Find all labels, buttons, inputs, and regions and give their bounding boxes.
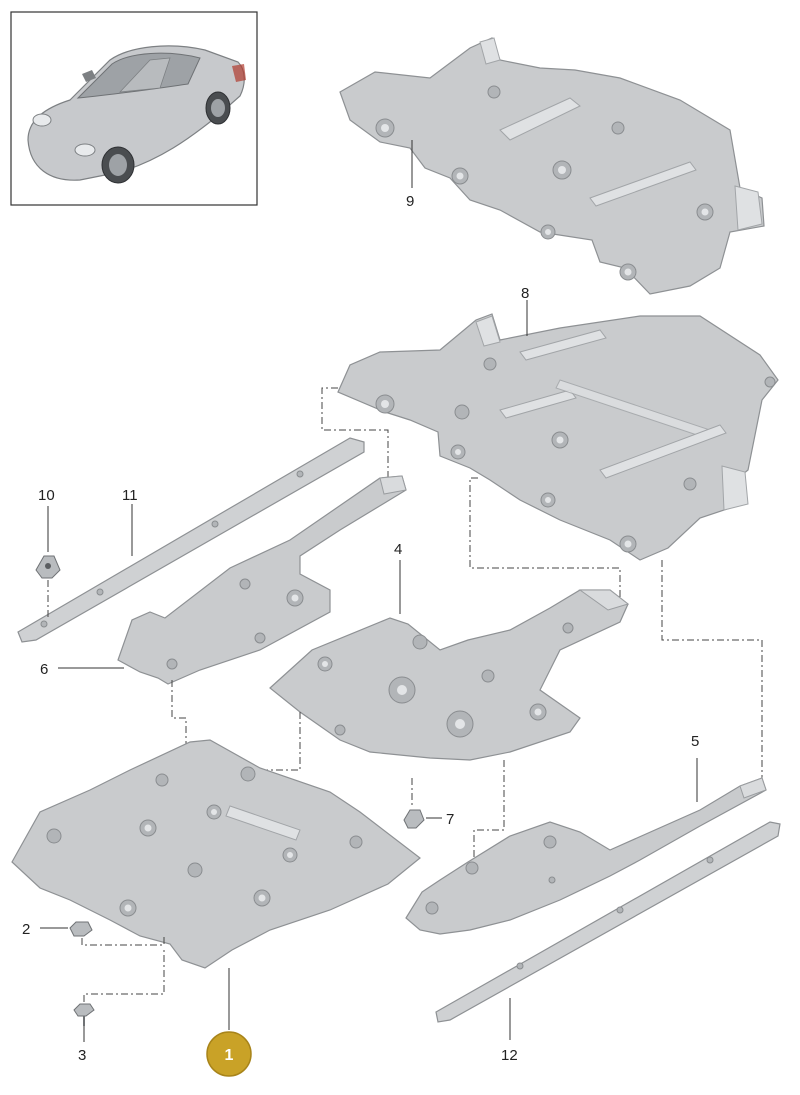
part-11-left-side-strip: [17, 437, 365, 643]
part-1-front-underbody-panel: [11, 739, 421, 969]
label-5: 5: [691, 733, 699, 750]
part-6-left-underbody-section: [117, 475, 407, 685]
label-6: 6: [40, 661, 48, 678]
part-3-screw: [73, 1003, 95, 1026]
label-9: 9: [406, 193, 414, 210]
car-icon: [27, 45, 246, 184]
part-7-clip: [403, 809, 425, 829]
label-8: 8: [521, 285, 529, 302]
part-4-center-underbody-section: [269, 589, 630, 761]
part-12-right-side-strip: [435, 821, 781, 1023]
label-2: 2: [22, 921, 30, 938]
vehicle-thumbnail: [10, 11, 258, 206]
part-1-badge[interactable]: 1: [206, 1031, 252, 1077]
label-12: 12: [501, 1047, 518, 1064]
label-3: 3: [78, 1047, 86, 1064]
label-7: 7: [446, 811, 454, 828]
part-5-right-underbody-section: [405, 777, 767, 935]
label-4: 4: [394, 541, 402, 558]
part-9-rear-underbody-panel: [339, 37, 765, 295]
part-10-clip-nut: [35, 555, 61, 579]
label-10: 10: [38, 487, 55, 504]
part-8-center-underbody-panel: [337, 313, 779, 561]
part-2-clip: [69, 921, 93, 937]
label-1: 1: [225, 1047, 234, 1064]
label-11: 11: [122, 487, 138, 504]
